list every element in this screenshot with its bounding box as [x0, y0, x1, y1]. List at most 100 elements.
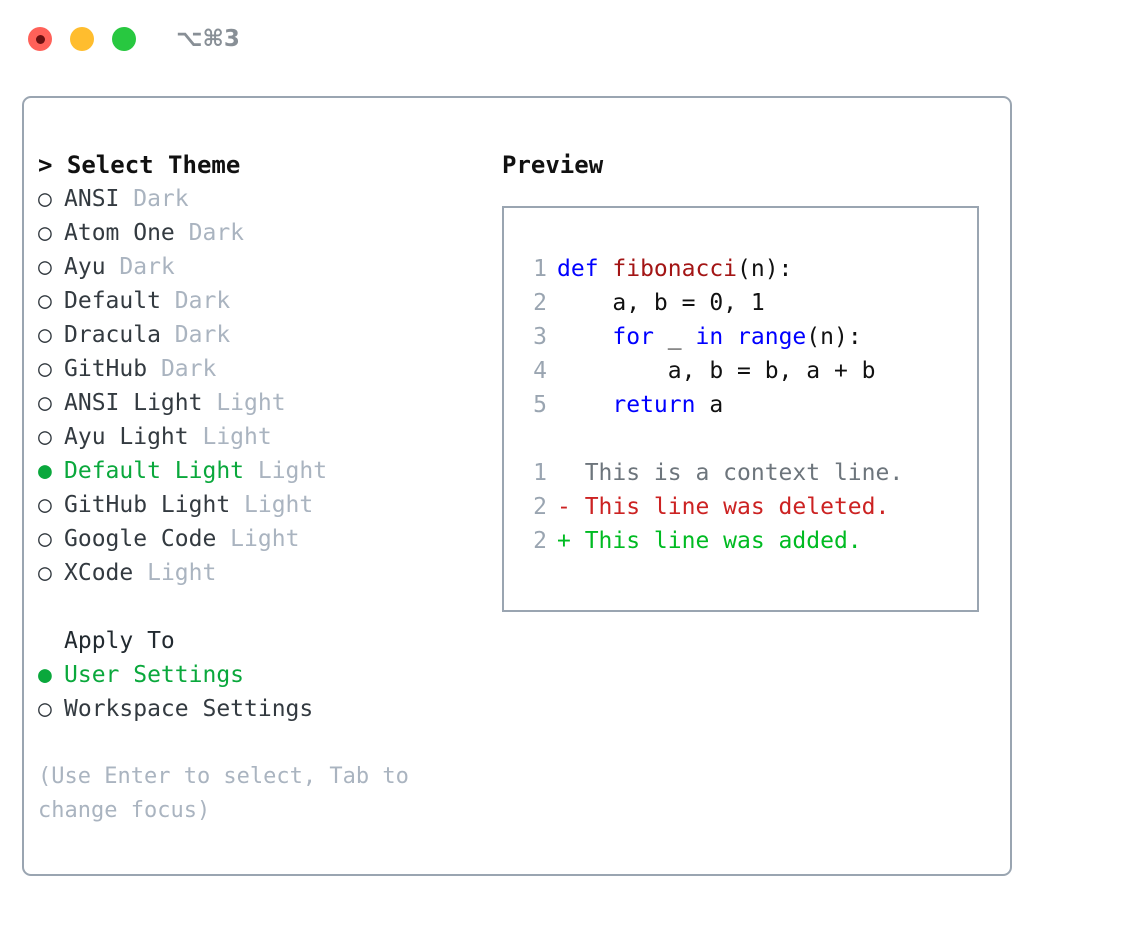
code-line: 1 def fibonacci(n): — [519, 252, 969, 286]
theme-option-row[interactable]: ●Default Light Light — [38, 454, 488, 488]
code-token-plain: a, b = 0, 1 — [557, 290, 765, 316]
diff-line: 2 - This line was deleted. — [519, 490, 969, 524]
theme-option-row[interactable]: ○ XCode Light — [38, 556, 488, 590]
code-line: 2 a, b = 0, 1 — [519, 286, 969, 320]
radio-unselected-icon: ○ — [38, 424, 52, 450]
code-line: 3 for _ in range(n): — [519, 320, 969, 354]
theme-option-tag: Dark — [160, 322, 231, 348]
theme-option-row[interactable]: ○ GitHub Dark — [38, 352, 488, 386]
code-line-number: 4 — [533, 358, 547, 384]
apply-to-option-label: User Settings — [64, 662, 245, 688]
diff-line-number: 2 — [533, 528, 547, 554]
apply-to-list[interactable]: ● User Settings ○ Workspace Settings — [38, 658, 488, 726]
code-token-punct: (n): — [806, 324, 862, 350]
code-token-plain: a — [695, 392, 724, 418]
radio-unselected-icon: ○ — [38, 492, 52, 518]
apply-to-option-row[interactable]: ○ Workspace Settings — [38, 692, 488, 726]
radio-unselected-icon: ○ — [38, 220, 52, 246]
theme-option-tag: Dark — [119, 186, 189, 212]
theme-option-row[interactable]: ○Google Code Light — [38, 522, 488, 556]
theme-list[interactable]: ○ANSI Dark○Atom One Dark○Ayu Dark○Defaul… — [38, 182, 488, 590]
theme-option-tag: Light — [230, 492, 314, 518]
diff-line-number: 1 — [533, 460, 547, 486]
minimize-window-button[interactable] — [70, 27, 94, 51]
diff-line: 1 This is a context line. — [519, 456, 969, 490]
radio-unselected-icon: ○ — [38, 526, 52, 552]
theme-option-tag: Dark — [174, 220, 245, 246]
radio-unselected-icon: ○ — [38, 254, 52, 280]
theme-option-label: ANSI — [64, 186, 120, 212]
theme-option-tag: Dark — [105, 254, 175, 280]
code-token-fn: fibonacci — [612, 256, 738, 282]
diff-sample: 1 This is a context line. 2 - This line wa… — [519, 456, 969, 558]
radio-unselected-icon: ○ — [38, 560, 52, 586]
code-line-number: 5 — [533, 392, 547, 418]
theme-option-row[interactable]: ○ Ayu Light Light — [38, 420, 488, 454]
window-titlebar: ⌥⌘3 — [0, 0, 1140, 78]
radio-unselected-icon: ○ — [38, 390, 52, 416]
code-token-kw: range — [737, 324, 807, 350]
maximize-window-button[interactable] — [112, 27, 136, 51]
radio-unselected-icon: ○ — [38, 356, 52, 382]
theme-option-row[interactable]: ○GitHub Light Light — [38, 488, 488, 522]
theme-option-row[interactable]: ○ ANSI Light Light — [38, 386, 488, 420]
theme-option-label: ANSI Light — [64, 390, 203, 416]
theme-list-column: > Select Theme ○ANSI Dark○Atom One Dark○… — [38, 148, 488, 828]
diff-line-text: This is a context line. — [557, 460, 904, 486]
theme-option-tag: Light — [202, 390, 286, 416]
theme-option-tag: Dark — [160, 288, 231, 314]
keyboard-shortcut-label: ⌥⌘3 — [176, 26, 240, 52]
diff-line-text: + This line was added. — [557, 528, 862, 554]
list-spacer — [38, 590, 488, 624]
radio-unselected-icon: ○ — [38, 186, 52, 212]
code-token-plain — [723, 324, 737, 350]
code-token-punct: (n): — [737, 256, 793, 282]
theme-option-label: Google Code — [64, 526, 217, 552]
preview-heading: Preview — [502, 151, 604, 179]
code-line-number: 1 — [533, 256, 547, 282]
theme-option-row[interactable]: ○ Dracula Dark — [38, 318, 488, 352]
theme-selector-card: > Select Theme ○ANSI Dark○Atom One Dark○… — [22, 96, 1012, 876]
theme-option-tag: Light — [133, 560, 217, 586]
keyboard-hint-text: (Use Enter to select, Tab to change focu… — [38, 764, 423, 823]
theme-option-label: Atom One — [64, 220, 175, 246]
theme-option-label: Default — [64, 288, 161, 314]
theme-option-label: GitHub — [64, 356, 148, 382]
radio-selected-icon: ● — [38, 458, 52, 484]
apply-to-option-row[interactable]: ● User Settings — [38, 658, 488, 692]
apply-to-option-label: Workspace Settings — [64, 696, 314, 722]
code-token-kw: for — [557, 324, 654, 350]
radio-selected-icon: ● — [38, 662, 52, 688]
theme-option-label: Ayu Light — [64, 424, 189, 450]
code-token-kw: def — [557, 256, 613, 282]
theme-option-row[interactable]: ○ Atom One Dark — [38, 216, 488, 250]
code-token-plain: a, b = b, a + b — [557, 358, 876, 384]
radio-unselected-icon: ○ — [38, 696, 52, 722]
theme-option-tag: Dark — [147, 356, 217, 382]
theme-option-label: Default Light — [64, 458, 245, 484]
code-line: 5 return a — [519, 388, 969, 422]
traffic-light-group — [28, 27, 136, 51]
theme-option-row[interactable]: ○ Ayu Dark — [38, 250, 488, 284]
diff-line-text: - This line was deleted. — [557, 494, 890, 520]
radio-unselected-icon: ○ — [38, 322, 52, 348]
close-window-button[interactable] — [28, 27, 52, 51]
card-columns: > Select Theme ○ANSI Dark○Atom One Dark○… — [24, 98, 1010, 874]
code-token-kw: in — [695, 324, 724, 350]
theme-option-label: XCode — [64, 560, 134, 586]
theme-option-row[interactable]: ○ ANSI Dark — [38, 182, 488, 216]
theme-option-label: Dracula — [64, 322, 161, 348]
theme-option-row[interactable]: ○Default Dark — [38, 284, 488, 318]
theme-option-label: Ayu — [64, 254, 106, 280]
code-line: 4 a, b = b, a + b — [519, 354, 969, 388]
theme-option-tag: Light — [188, 424, 272, 450]
apply-to-heading: Apply To — [64, 628, 175, 654]
code-line-number: 2 — [533, 290, 547, 316]
code-token-kw: return — [557, 392, 696, 418]
diff-line-number: 2 — [533, 494, 547, 520]
diff-line: 2 + This line was added. — [519, 524, 969, 558]
